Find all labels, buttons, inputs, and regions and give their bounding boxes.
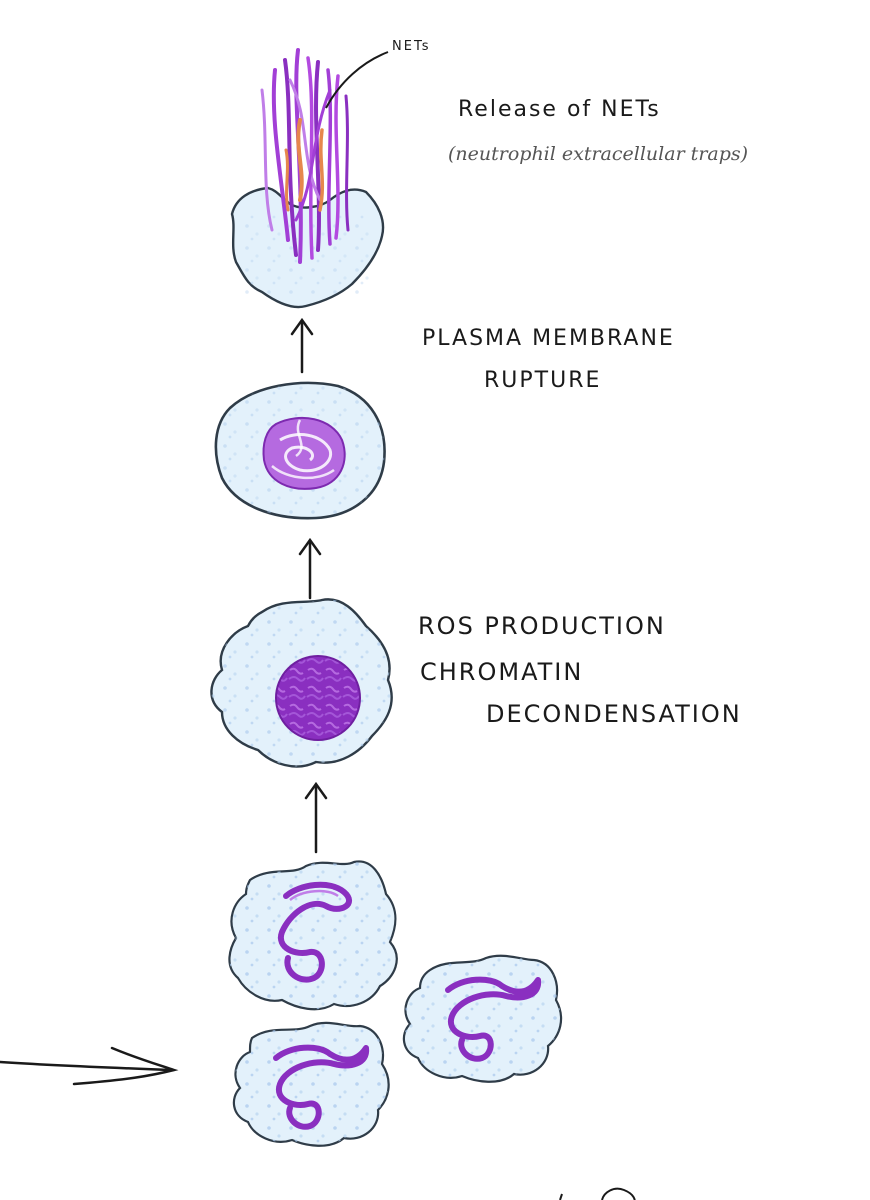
neutrophil-top <box>228 860 398 1011</box>
rupture-label-line1: PLASMA MEMBRANE <box>422 326 675 351</box>
edge-scribble <box>559 1187 636 1200</box>
ros-label-line1: ROS PRODUCTION <box>418 612 666 640</box>
ros-label-line3: DECONDENSATION <box>486 700 742 728</box>
lobed-nucleus <box>273 1044 370 1130</box>
lobed-nucleus <box>445 976 542 1062</box>
net-strands <box>260 48 350 264</box>
ros-label-line2: CHROMATIN <box>420 658 583 686</box>
incoming-arrow <box>0 1046 179 1086</box>
arrow-neutrophils-to-ros <box>304 781 328 854</box>
arrow-ros-to-rupture <box>298 537 322 600</box>
ruptured-cell <box>230 186 385 309</box>
release-sublabel: (neutrophil extracellular traps) <box>448 143 748 165</box>
decondensed-nucleus <box>262 417 346 490</box>
nets-pointer: NETs <box>325 39 431 109</box>
lobed-nucleus <box>277 881 352 983</box>
activated-cell <box>210 598 393 768</box>
neutrophil-bottom <box>232 1021 390 1147</box>
round-nucleus <box>275 655 361 741</box>
rupture-label-line2: RUPTURE <box>484 368 601 393</box>
arrow-rupture-to-release <box>290 317 314 374</box>
neutrophil-right <box>402 954 563 1083</box>
rupturing-cell <box>214 381 386 520</box>
release-label: Release of NETs <box>458 97 661 122</box>
nets-annotation: NETs <box>392 39 431 54</box>
